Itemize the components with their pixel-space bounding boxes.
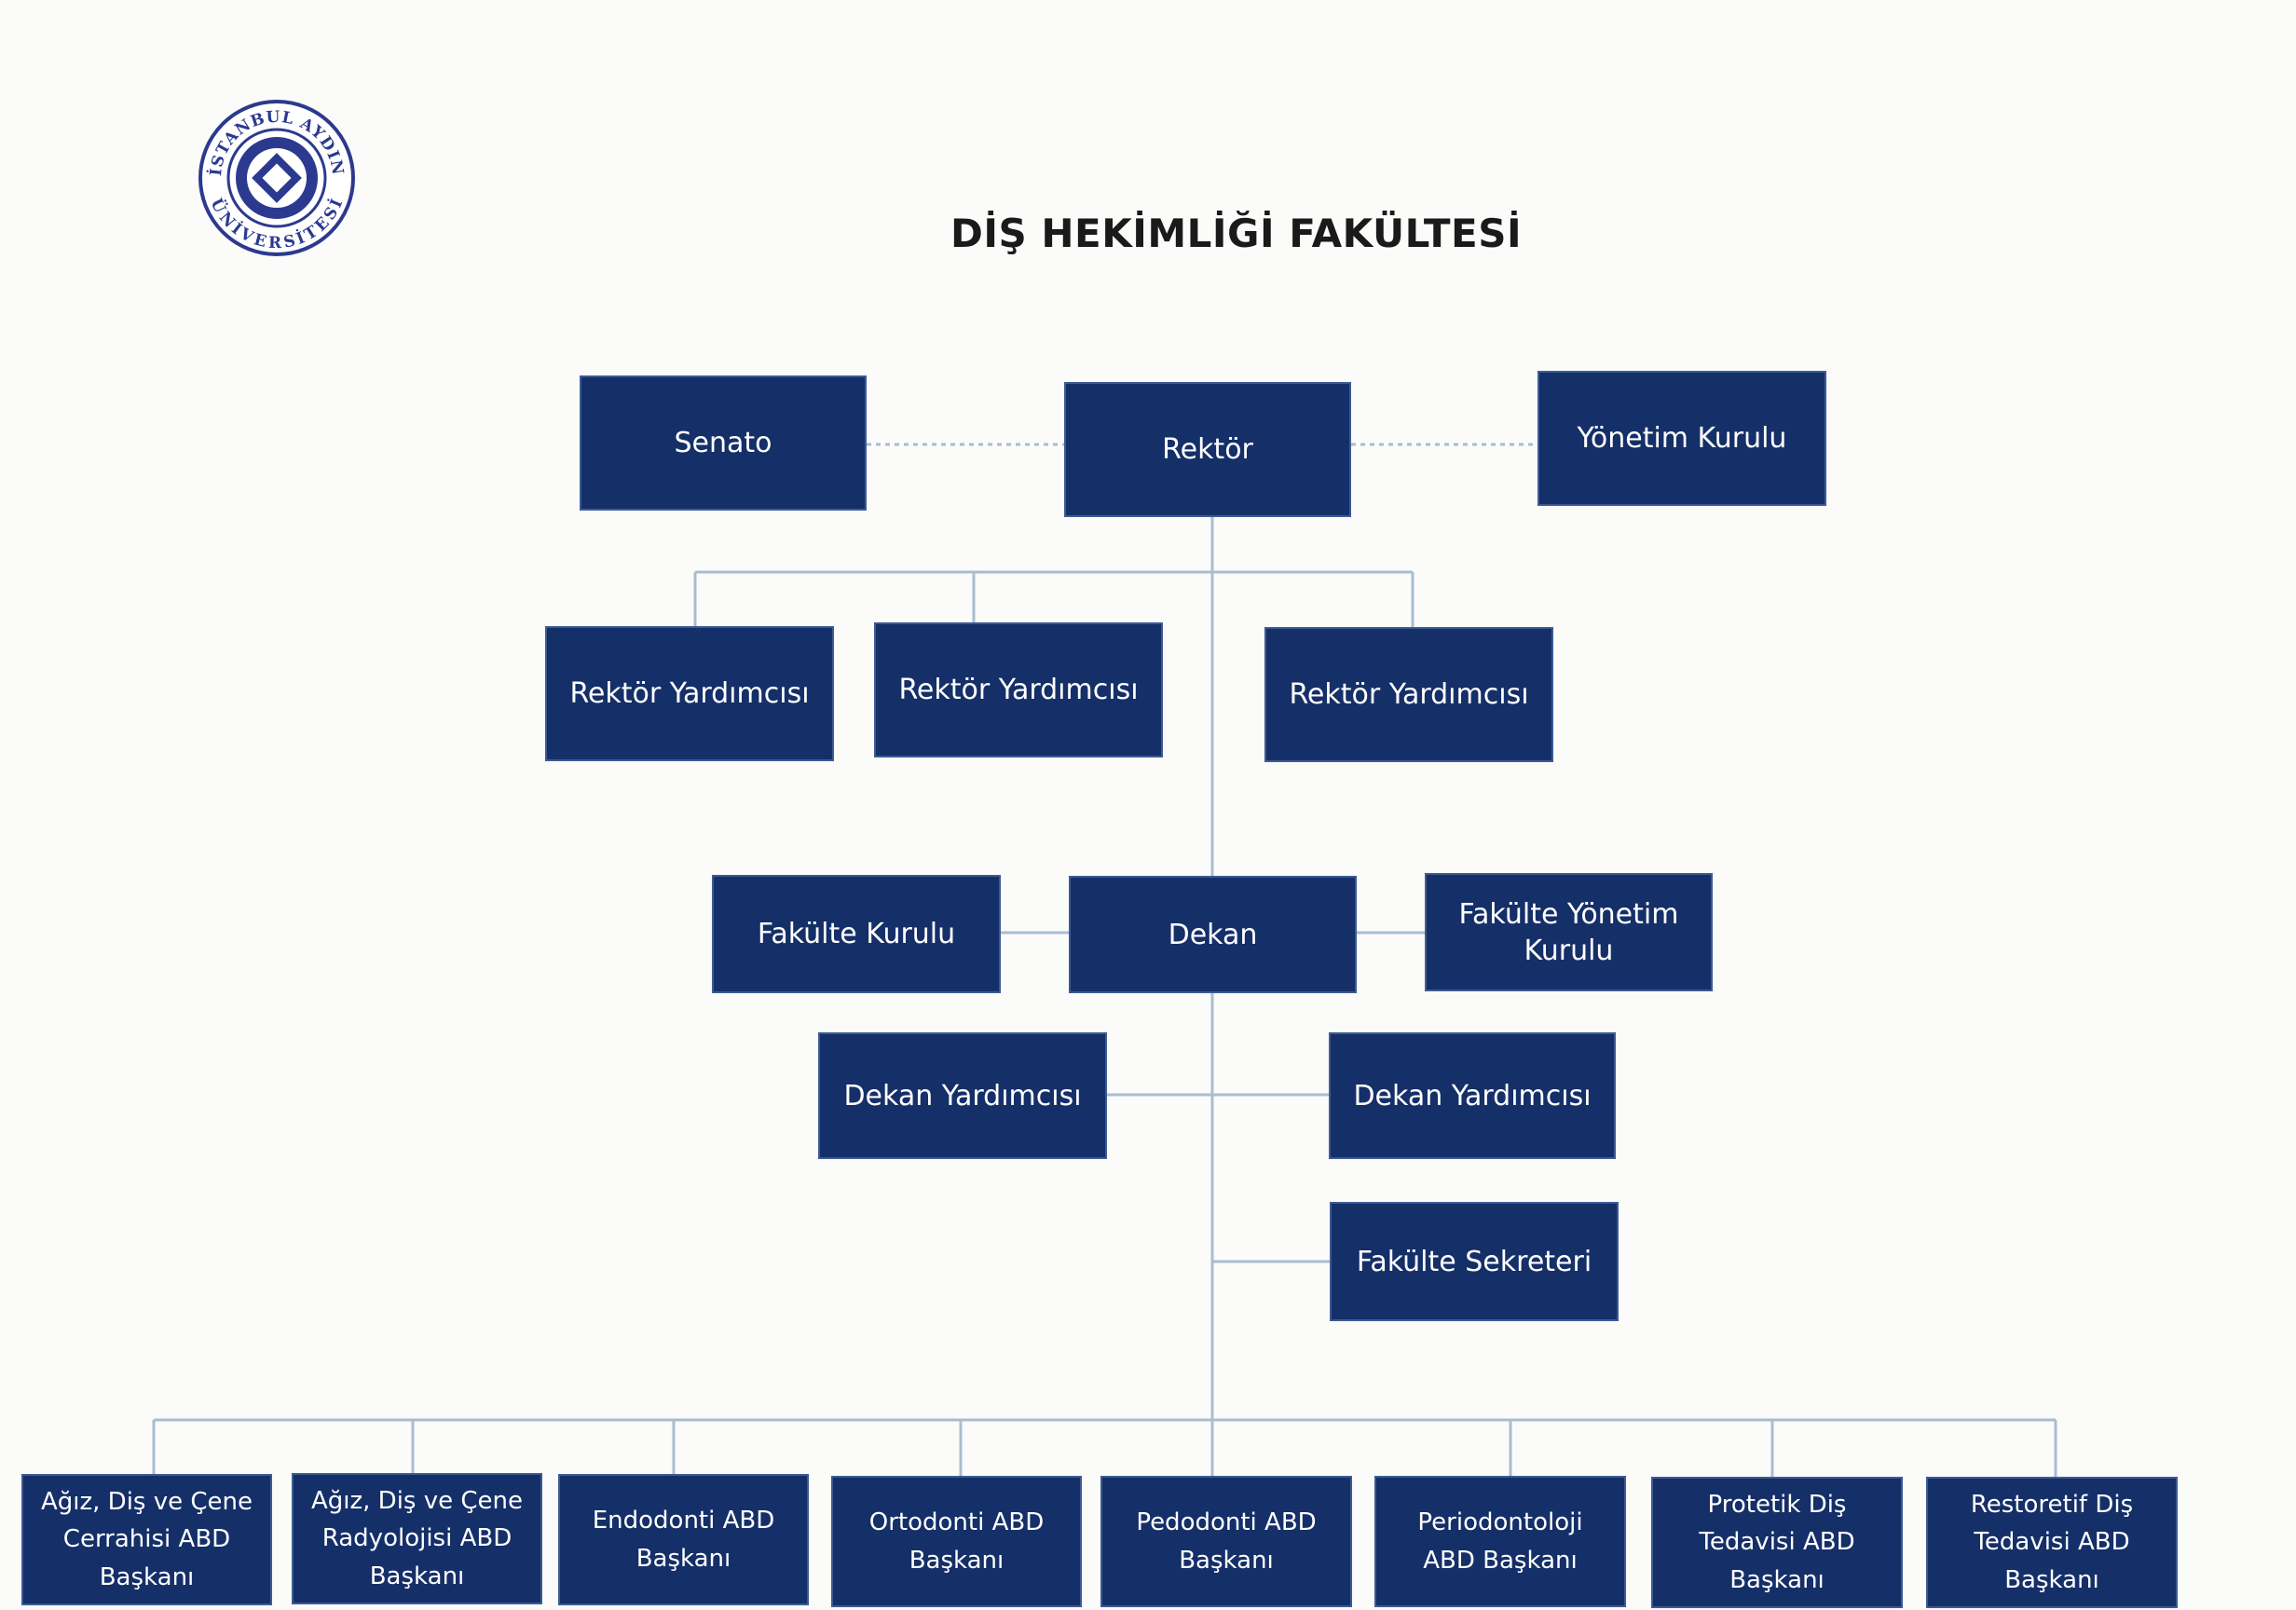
senato-box: Senato	[580, 375, 867, 511]
dekan-yardimcisi-box-1: Dekan Yardımcısı	[818, 1032, 1107, 1159]
page-title: DİŞ HEKİMLİĞİ FAKÜLTESİ	[950, 211, 1523, 256]
rektor-yardimcisi-box-3: Rektör Yardımcısı	[1264, 627, 1553, 762]
fakulte-kurulu-box: Fakülte Kurulu	[712, 875, 1001, 993]
university-seal-icon: İSTANBUL AYDIN ÜNİVERSİTESİ	[198, 100, 355, 256]
rektor-yardimcisi-box-1: Rektör Yardımcısı	[545, 626, 834, 761]
fakulte-sekreteri-box: Fakülte Sekreteri	[1330, 1202, 1619, 1321]
department-box: Restoretif Diş Tedavisi ABD Başkanı	[1926, 1477, 2178, 1608]
department-box: Pedodonti ABD Başkanı	[1100, 1476, 1352, 1607]
department-box: Periodontoloji ABD Başkanı	[1374, 1476, 1626, 1607]
department-drop-lines	[152, 1420, 2057, 1477]
dekan-box: Dekan	[1069, 876, 1357, 993]
department-box: Endodonti ABD Başkanı	[558, 1474, 809, 1605]
fakulte-yonetim-kurulu-box: Fakülte Yönetim Kurulu	[1425, 873, 1713, 991]
department-box: Protetik Diş Tedavisi ABD Başkanı	[1651, 1477, 1903, 1608]
dekan-yardimcisi-box-2: Dekan Yardımcısı	[1329, 1032, 1616, 1159]
department-box: Ağız, Diş ve Çene Cerrahisi ABD Başkanı	[21, 1474, 272, 1605]
rektor-box: Rektör	[1064, 382, 1351, 517]
department-box: Ortodonti ABD Başkanı	[831, 1476, 1082, 1607]
rektor-yardimcisi-box-2: Rektör Yardımcısı	[874, 622, 1163, 757]
department-box: Ağız, Diş ve Çene Radyolojisi ABD Başkan…	[292, 1473, 542, 1604]
yonetim-kurulu-box: Yönetim Kurulu	[1538, 371, 1826, 506]
